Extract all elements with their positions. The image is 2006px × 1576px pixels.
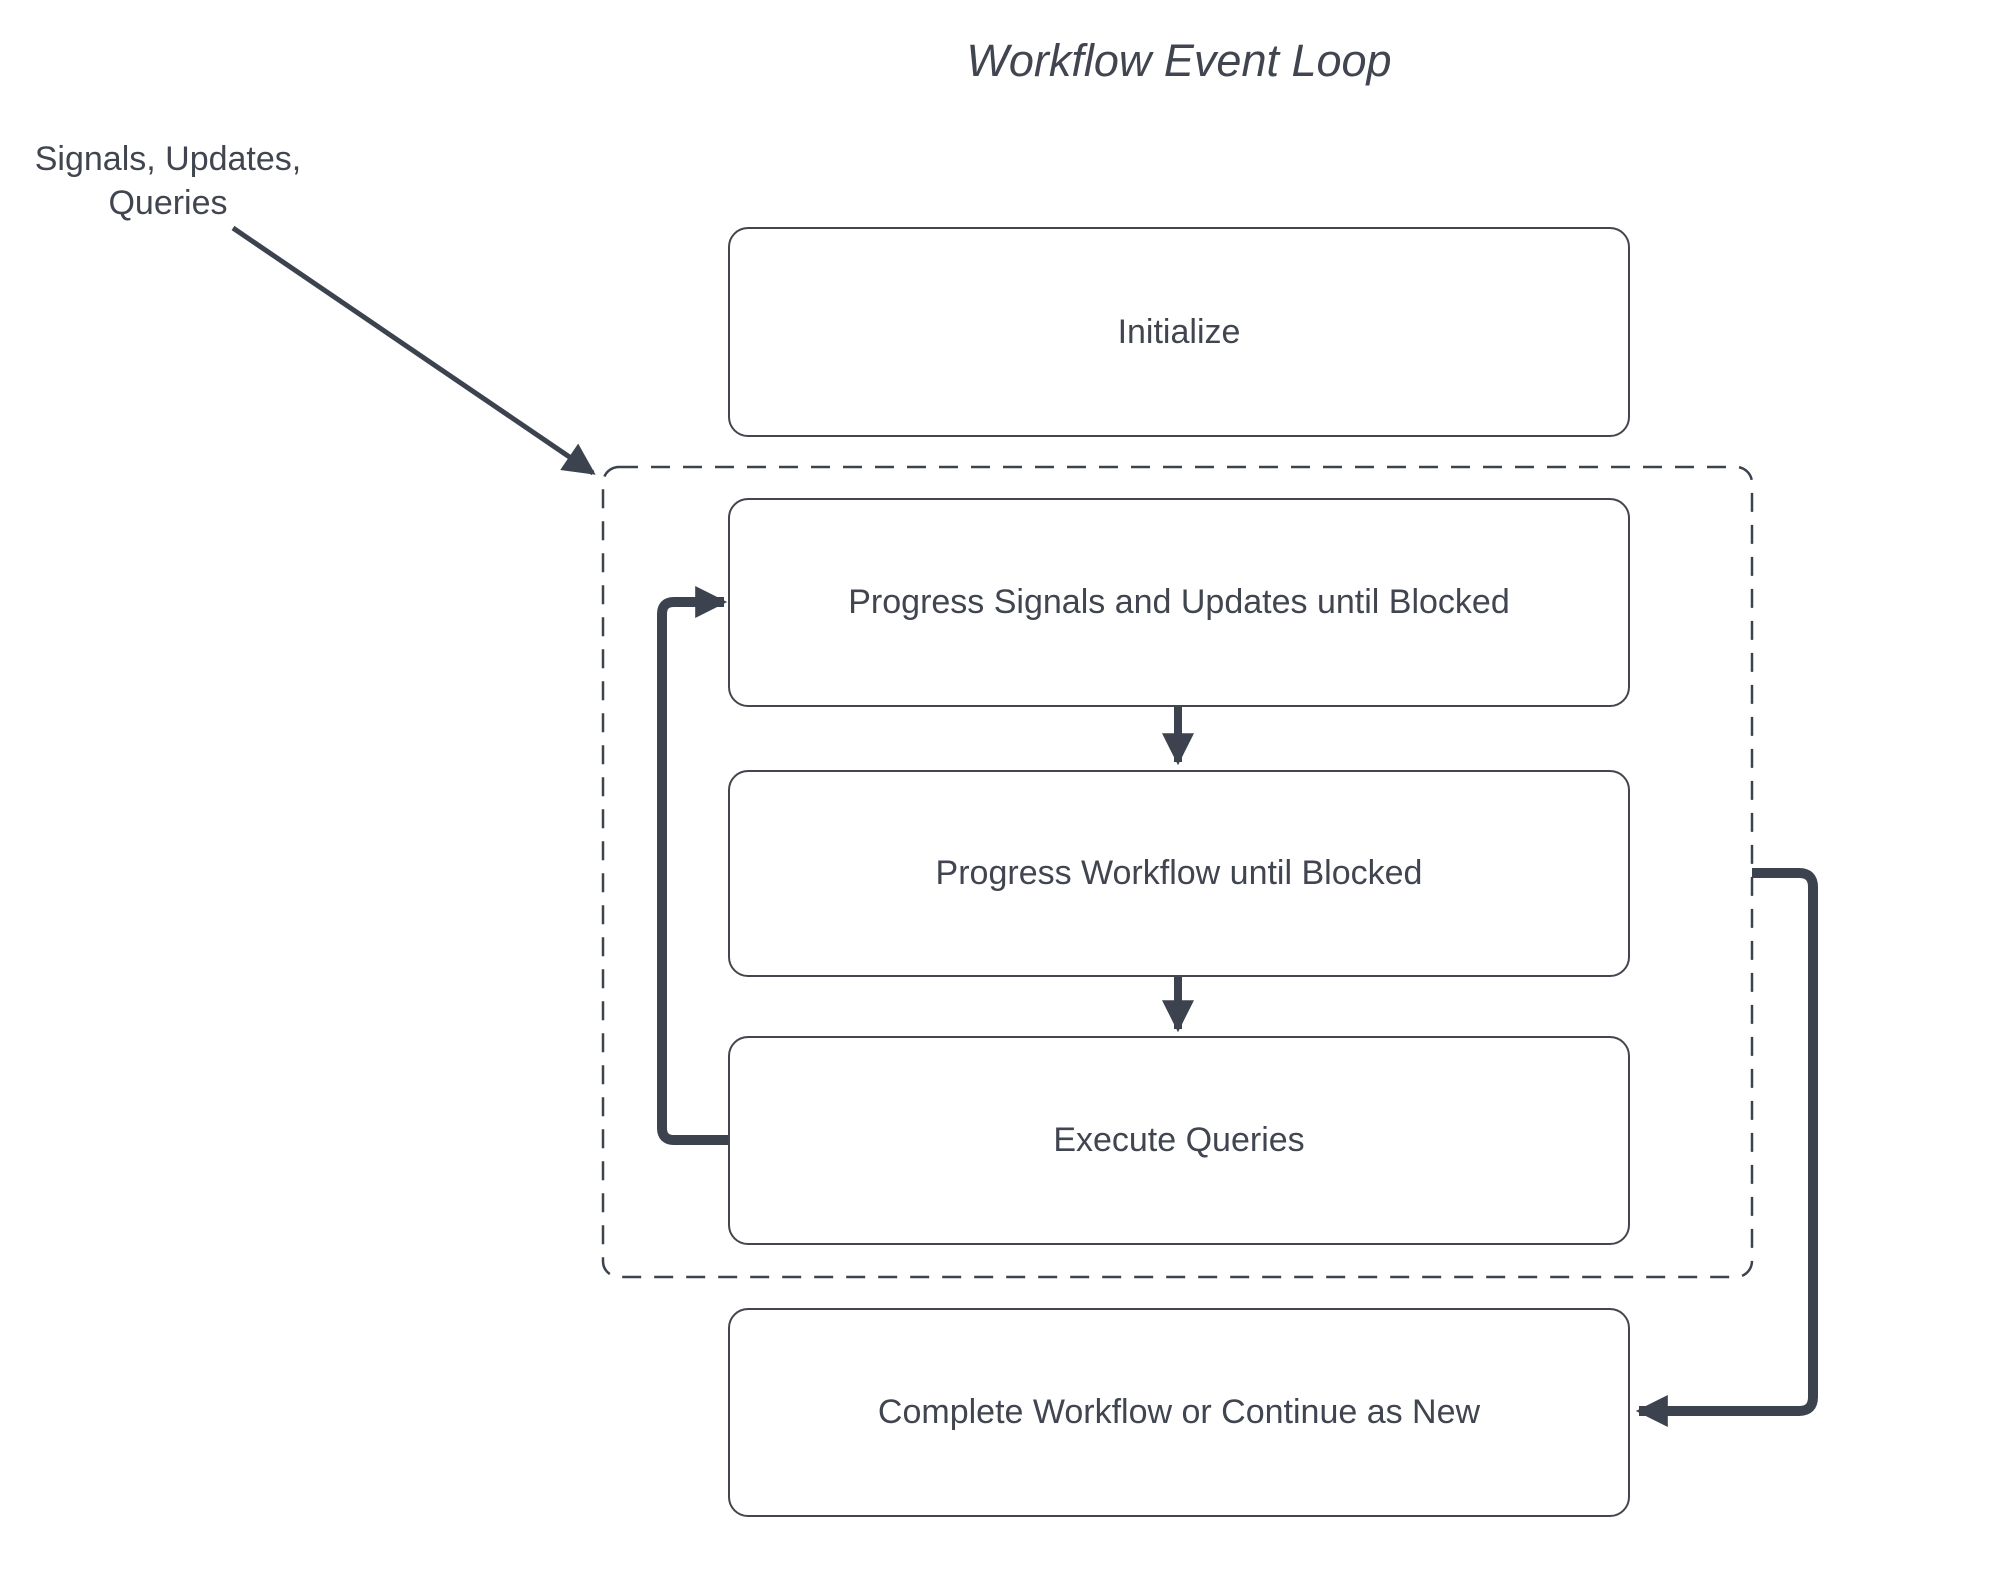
node-execute-queries: Execute Queries [728, 1036, 1630, 1245]
node-progress-workflow-label: Progress Workflow until Blocked [935, 854, 1423, 892]
signals-updates-queries-label-line1: Signals, Updates, [34, 140, 302, 178]
node-execute-queries-label: Execute Queries [1053, 1121, 1305, 1159]
signals-updates-queries-label-line2: Queries [108, 184, 228, 222]
loop-exit-to-complete-arrow [1635, 868, 1818, 1427]
signals-into-loop-arrow [231, 225, 596, 476]
diagram-title: Workflow Event Loop [966, 35, 1392, 86]
node-complete-label: Complete Workflow or Continue as New [877, 1393, 1481, 1431]
event-loop-dashed-border [601, 465, 1754, 1279]
node-complete: Complete Workflow or Continue as New [728, 1308, 1630, 1517]
node-initialize-label: Initialize [1117, 312, 1241, 351]
node-progress-signals: Progress Signals and Updates until Block… [728, 498, 1630, 707]
node-progress-workflow: Progress Workflow until Blocked [728, 770, 1630, 977]
queries-loop-back-arrow [657, 586, 728, 1145]
node-progress-signals-label: Progress Signals and Updates until Block… [848, 583, 1510, 621]
signals-updates-queries-label: Signals, Updates, Queries [18, 137, 318, 225]
node-initialize: Initialize [728, 227, 1630, 437]
